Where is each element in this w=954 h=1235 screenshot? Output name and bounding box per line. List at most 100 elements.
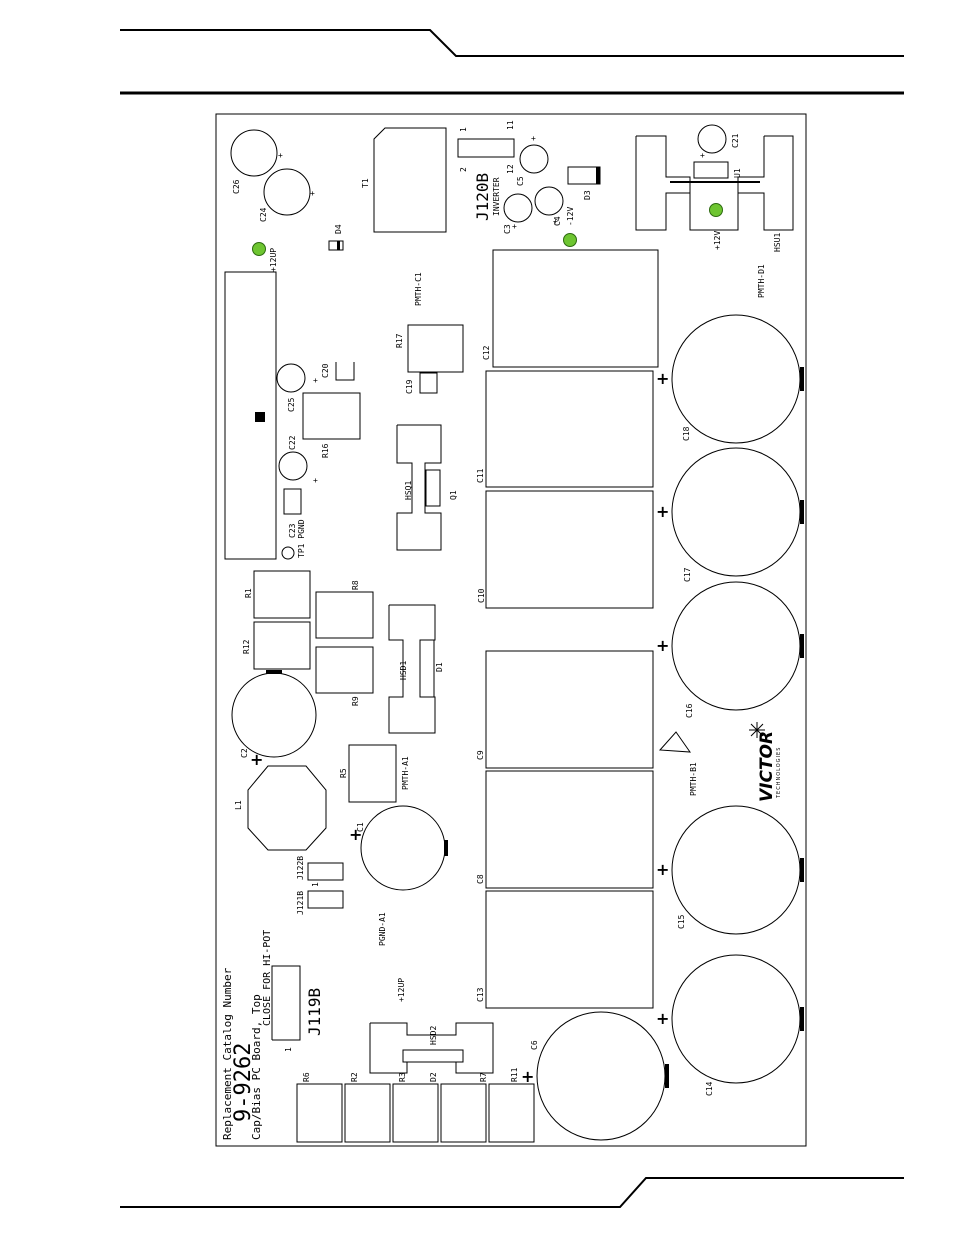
label-C17: C17 [683, 567, 692, 582]
label-D2: D2 [429, 1072, 438, 1082]
test-points [252, 203, 723, 256]
svg-text:+: + [313, 376, 318, 385]
label-R8: R8 [351, 580, 360, 590]
diodes [328, 166, 601, 251]
svg-text:+: + [656, 502, 669, 521]
label-C24: C24 [259, 207, 268, 222]
victor-technologies-logo: VICTOR TECHNOLOGIES [749, 722, 782, 802]
label-neg12v: -12V [566, 207, 575, 226]
label-C25: C25 [287, 397, 296, 412]
label-PMTH-C1: PMTH-C1 [414, 272, 423, 306]
component-labels: C26 C24 +12UP D4 T1 1 11 2 12 J120B INVE… [232, 120, 782, 1096]
heatsinks [369, 135, 794, 1074]
logo-sub: TECHNOLOGIES [776, 747, 782, 799]
label-Q1: Q1 [449, 490, 458, 500]
label-12up-bottom: +12UP [397, 978, 406, 1002]
label-L1: L1 [234, 800, 243, 810]
label-C21: C21 [731, 133, 740, 148]
label-D3: D3 [583, 190, 592, 200]
label-T1: T1 [361, 178, 370, 188]
page-footer-rules [120, 1177, 904, 1208]
label-C3: C3 [503, 224, 512, 234]
esd-warning-mark [658, 731, 692, 753]
label-D4: D4 [334, 224, 343, 234]
label-C15: C15 [677, 914, 686, 929]
label-R9: R9 [351, 696, 360, 706]
small-capacitors [230, 124, 727, 560]
label-C14: C14 [705, 1081, 714, 1096]
board-outline [215, 113, 807, 1147]
label-C13: C13 [476, 987, 485, 1002]
label-R1: R1 [244, 588, 253, 598]
label-C8: C8 [476, 874, 485, 884]
label-C2: C2 [240, 748, 249, 758]
test-point-pos12v [709, 203, 723, 217]
label-HSD1: HSD1 [399, 661, 408, 680]
label-R5: R5 [339, 768, 348, 778]
bulk-capacitors [231, 314, 804, 1141]
svg-text:+: + [313, 476, 318, 485]
label-pin1-j119: 1 [284, 1047, 293, 1052]
catalog-line1: Replacement Catalog Number [221, 967, 234, 1140]
test-point-12up [252, 242, 266, 256]
label-R12: R12 [242, 639, 251, 654]
svg-text:+: + [278, 151, 283, 160]
label-C5: C5 [516, 176, 525, 186]
svg-text:+: + [656, 1009, 669, 1028]
label-HSQ1: HSQ1 [404, 481, 413, 500]
label-PMTH-B1: PMTH-B1 [689, 762, 698, 796]
label-R6: R6 [302, 1072, 311, 1082]
svg-text:+: + [656, 369, 669, 388]
label-C26: C26 [232, 179, 241, 194]
label-D1: D1 [435, 662, 444, 672]
label-C23: C23 [288, 523, 297, 538]
label-C22: C22 [288, 435, 297, 450]
label-R16: R16 [321, 443, 330, 458]
label-pin12: 12 [506, 164, 515, 174]
svg-text:+: + [310, 189, 315, 198]
label-R17: R17 [395, 333, 404, 348]
label-C18: C18 [682, 426, 691, 441]
svg-text:+: + [700, 151, 705, 160]
label-R3: R3 [398, 1072, 407, 1082]
label-inverter: INVERTER [492, 177, 501, 216]
label-J120B: J120B [473, 173, 492, 221]
label-C1: C1 [356, 822, 365, 832]
page-header-rules [120, 29, 904, 95]
label-pin1-j122: 1 [311, 882, 320, 887]
polarity-marks: + + + + + + + + + + + + + + + + [250, 134, 705, 1086]
label-pos12v: +12V [713, 231, 722, 250]
star-icon [749, 722, 765, 738]
logo-brand: VICTOR [757, 731, 777, 802]
j119b-note: CLOSE FOR HI-POT [262, 930, 273, 1026]
label-C12: C12 [482, 345, 491, 360]
svg-text:+: + [521, 1067, 534, 1086]
svg-text:+: + [656, 636, 669, 655]
label-C6: C6 [530, 1040, 539, 1050]
label-HSD2: HSD2 [429, 1026, 438, 1045]
magnetics-and-connectors [224, 127, 515, 1041]
resistors [253, 324, 535, 1143]
label-C20: C20 [321, 363, 330, 378]
label-R2: R2 [350, 1072, 359, 1082]
label-J121B: J121B [296, 891, 305, 915]
label-HSU1: HSU1 [773, 233, 782, 252]
label-pin1: 1 [459, 127, 468, 132]
svg-text:+: + [512, 222, 517, 231]
label-C10: C10 [477, 588, 486, 603]
catalog-number: 9-9262 [231, 1043, 256, 1122]
label-C19: C19 [405, 379, 414, 394]
svg-text:+: + [531, 134, 536, 143]
svg-text:+: + [250, 750, 263, 769]
label-U1: U1 [733, 168, 742, 178]
film-capacitors [485, 249, 659, 1009]
label-C11: C11 [476, 468, 485, 483]
svg-text:+: + [656, 860, 669, 879]
label-C4: C4 [553, 216, 562, 226]
label-TP1-PGND: TP1 PGND [297, 519, 306, 558]
label-pin11: 11 [506, 120, 515, 130]
label-PMTH-A1: PMTH-A1 [401, 756, 410, 790]
label-12up-top: +12UP [269, 248, 278, 272]
catalog-info: Replacement Catalog Number 9-9262 Cap/Bi… [221, 930, 324, 1140]
